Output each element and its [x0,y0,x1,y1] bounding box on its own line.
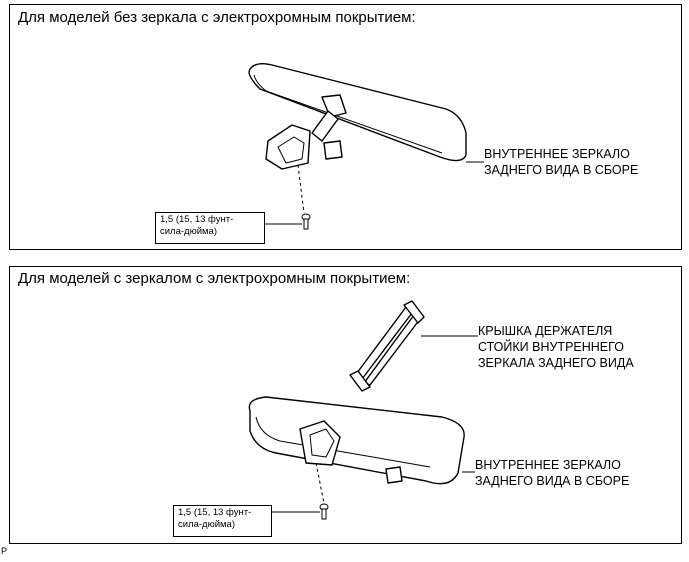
screw-icon [319,503,329,520]
mirror-tab [323,140,343,160]
panel-without-electrochromic: Для моделей без зеркала с электрохромным… [9,4,682,250]
mirror-illustration [248,300,478,520]
panel-with-electrochromic: Для моделей с зеркалом с электрохромным … [9,266,682,544]
mirror-body [248,62,467,162]
mirror-assembly-label: ВНУТРЕННЕЕ ЗЕРКАЛО ЗАДНЕГО ВИДА В СБОРЕ [475,458,630,488]
mirror-mount [265,124,311,170]
screw-icon [301,213,311,230]
torque-spec-box: 1,5 (15, 13 фунт- сила-дюйма) [173,505,272,537]
mirror-illustration [248,62,484,230]
holder-cover-label: КРЫШКА ДЕРЖАТЕЛЯ СТОЙКИ ВНУТРЕННЕГО ЗЕРК… [478,324,634,370]
panel-heading: Для моделей с зеркалом с электрохромным … [18,270,411,287]
panel-heading: Для моделей без зеркала с электрохромным… [18,9,416,26]
torque-spec-box: 1,5 (15, 13 фунт- сила-дюйма) [155,212,265,244]
mirror-assembly-label: ВНУТРЕННЕЕ ЗЕРКАЛО ЗАДНЕГО ВИДА В СБОРЕ [484,147,639,177]
mirror-edge [253,74,443,154]
mirror-body [248,396,465,485]
mirror-stem [311,110,339,142]
mirror-mount [299,420,341,466]
figure-code: P [1,546,8,556]
mirror-connector [385,466,403,484]
